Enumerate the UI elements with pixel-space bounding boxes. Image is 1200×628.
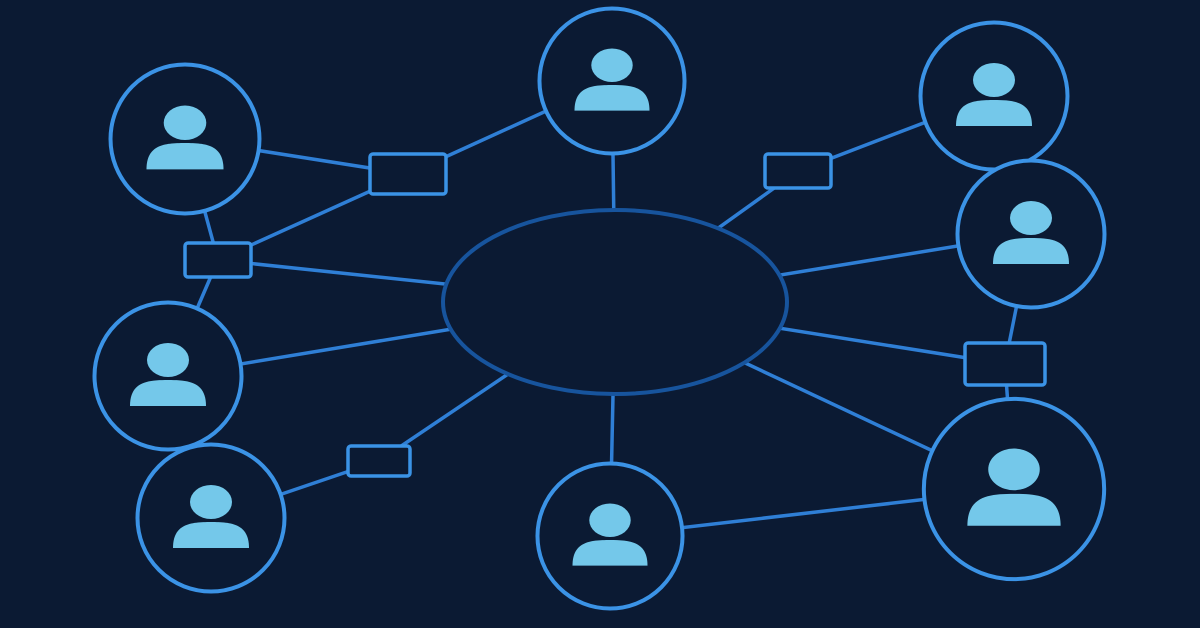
connector-box-outline [368, 152, 448, 196]
connector-box-outline [963, 341, 1047, 387]
connector-box-top-right [763, 152, 833, 190]
person-body [574, 84, 650, 111]
person-icon [572, 503, 648, 566]
person-body [967, 493, 1061, 526]
connector-box-top-left [368, 152, 448, 196]
person-icon [173, 485, 249, 548]
person-head [147, 343, 189, 377]
person-node-top-right [918, 20, 1070, 172]
connector-box-right [963, 341, 1047, 387]
person-head [190, 485, 232, 519]
person-node-top-center [537, 6, 687, 156]
person-body [956, 100, 1032, 126]
person-body [572, 539, 648, 566]
person-head [988, 448, 1040, 491]
person-node-bottom-right [921, 396, 1107, 582]
connectors-layer [183, 152, 1047, 478]
person-head [589, 503, 631, 537]
person-node-right-mid [955, 158, 1107, 310]
person-icon [967, 448, 1061, 526]
person-icon [993, 201, 1069, 264]
connector-box-outline [763, 152, 833, 190]
person-head [973, 63, 1015, 97]
person-head [591, 48, 633, 82]
connector-box-left [183, 241, 253, 279]
person-body [146, 143, 224, 170]
person-node-top-left [108, 62, 262, 216]
connector-box-outline [346, 444, 412, 478]
person-body [993, 238, 1069, 264]
hub-layer [441, 208, 789, 396]
person-icon [956, 63, 1032, 126]
connector-box-bottom-left [346, 444, 412, 478]
person-icon [574, 48, 650, 111]
connector-box-outline [183, 241, 253, 279]
person-node-bottom-center [535, 461, 685, 611]
person-body [130, 380, 206, 406]
people-layer [92, 6, 1107, 611]
person-icon [130, 343, 206, 406]
person-icon [146, 105, 224, 170]
person-head [1010, 201, 1052, 235]
central-hub-node [441, 208, 789, 396]
person-node-left-mid [92, 300, 244, 452]
person-body [173, 522, 249, 548]
person-node-bottom-left [135, 442, 287, 594]
person-head [163, 105, 207, 141]
